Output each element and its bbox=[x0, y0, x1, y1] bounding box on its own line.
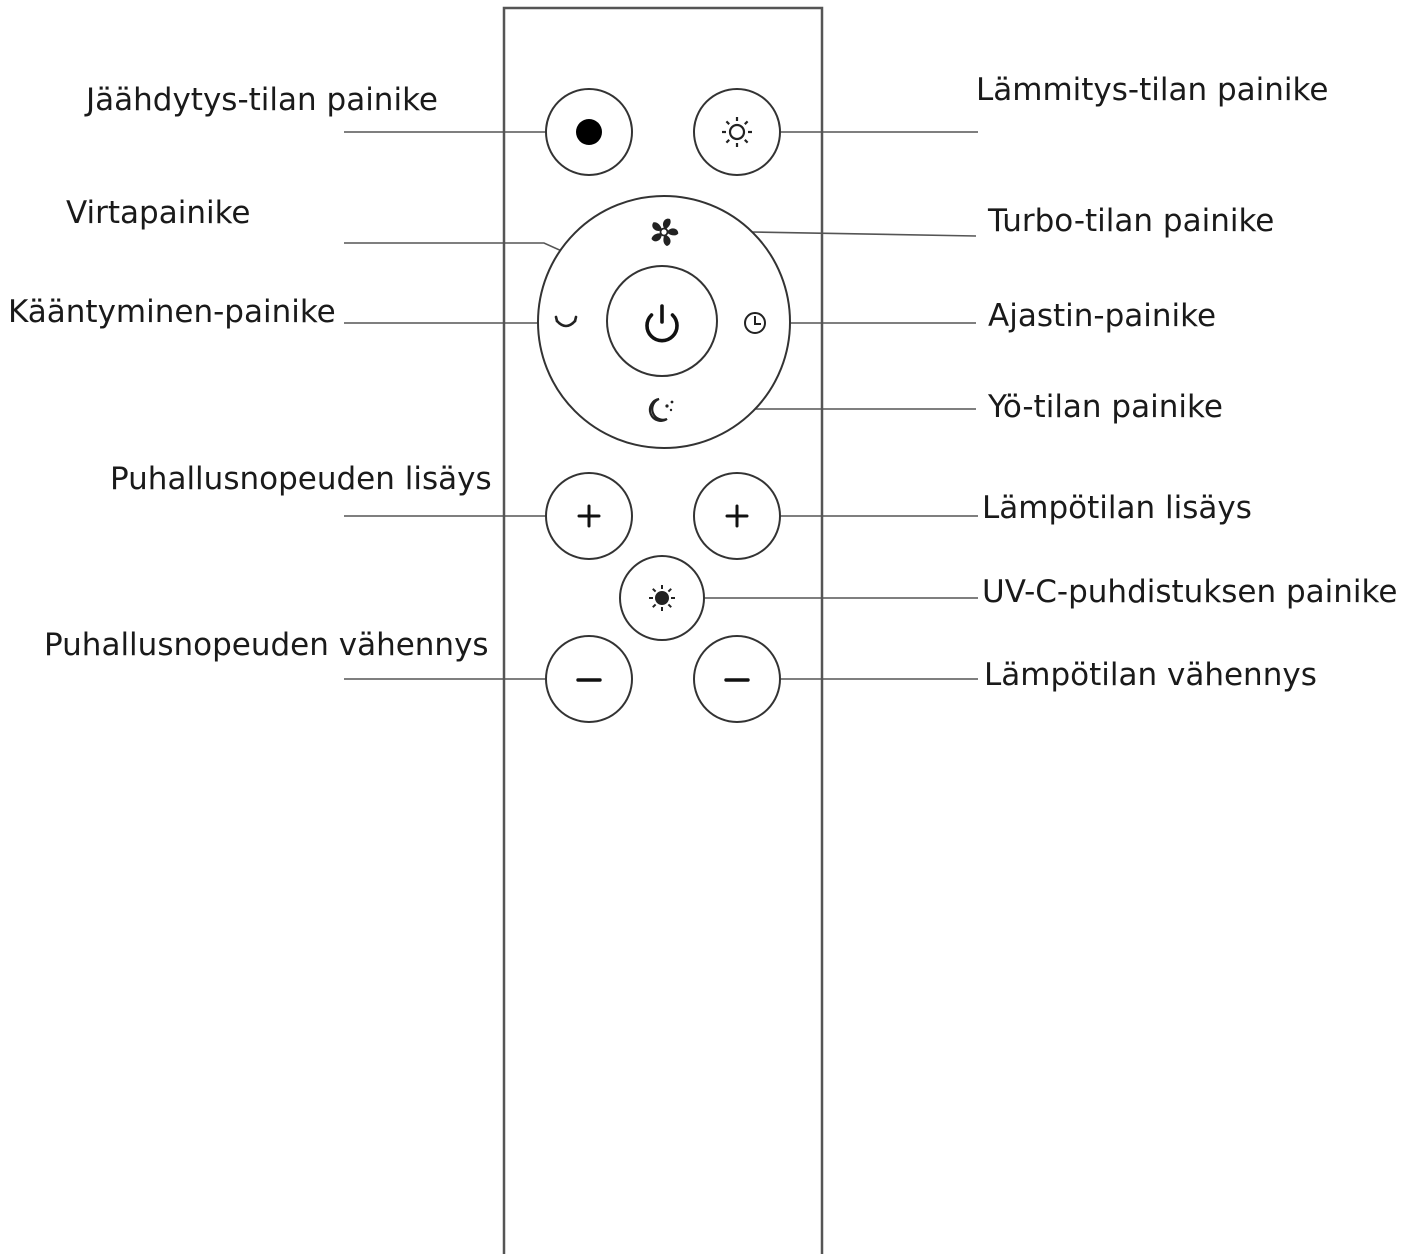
label-uvc-cleaning: UV-C-puhdistuksen painike bbox=[982, 574, 1398, 610]
moon-stars-icon bbox=[648, 397, 674, 422]
label-turbo-mode: Turbo-tilan painike bbox=[988, 203, 1275, 239]
label-night-mode: Yö-tilan painike bbox=[988, 389, 1223, 425]
fan-speed-up-button[interactable] bbox=[545, 472, 633, 560]
plus-icon bbox=[725, 504, 749, 528]
power-button[interactable] bbox=[606, 265, 718, 377]
night-mode-button[interactable] bbox=[642, 392, 682, 428]
label-power: Virtapainike bbox=[66, 195, 251, 231]
leader-lines bbox=[344, 131, 978, 680]
label-fan-speed-up: Puhallusnopeuden lisäys bbox=[110, 461, 492, 497]
temp-down-button[interactable] bbox=[693, 635, 781, 723]
uvc-icon bbox=[649, 585, 675, 611]
heating-mode-button[interactable] bbox=[693, 88, 781, 176]
label-temp-down: Lämpötilan vähennys bbox=[984, 657, 1317, 693]
plus-icon bbox=[577, 504, 601, 528]
fan-speed-down-button[interactable] bbox=[545, 635, 633, 723]
swing-icon bbox=[554, 315, 578, 328]
label-cooling-mode: Jäähdytys-tilan painike bbox=[86, 82, 438, 118]
dot-icon bbox=[576, 119, 602, 145]
label-temp-up: Lämpötilan lisäys bbox=[982, 490, 1252, 526]
fan-icon bbox=[651, 218, 679, 247]
swing-button[interactable] bbox=[548, 305, 584, 339]
label-swing: Kääntyminen-painike bbox=[8, 294, 336, 330]
timer-button[interactable] bbox=[738, 305, 772, 339]
uvc-cleaning-button[interactable] bbox=[619, 555, 705, 641]
label-fan-speed-down: Puhallusnopeuden vähennys bbox=[44, 627, 489, 663]
sun-icon bbox=[722, 117, 752, 147]
turbo-mode-button[interactable] bbox=[640, 210, 688, 254]
leader-line-turbo bbox=[751, 231, 977, 237]
cooling-mode-button[interactable] bbox=[545, 88, 633, 176]
label-heating-mode: Lämmitys-tilan painike bbox=[976, 72, 1329, 108]
clock-icon bbox=[744, 312, 766, 334]
label-timer: Ajastin-painike bbox=[988, 298, 1217, 334]
temp-up-button[interactable] bbox=[693, 472, 781, 560]
power-icon bbox=[645, 304, 679, 343]
